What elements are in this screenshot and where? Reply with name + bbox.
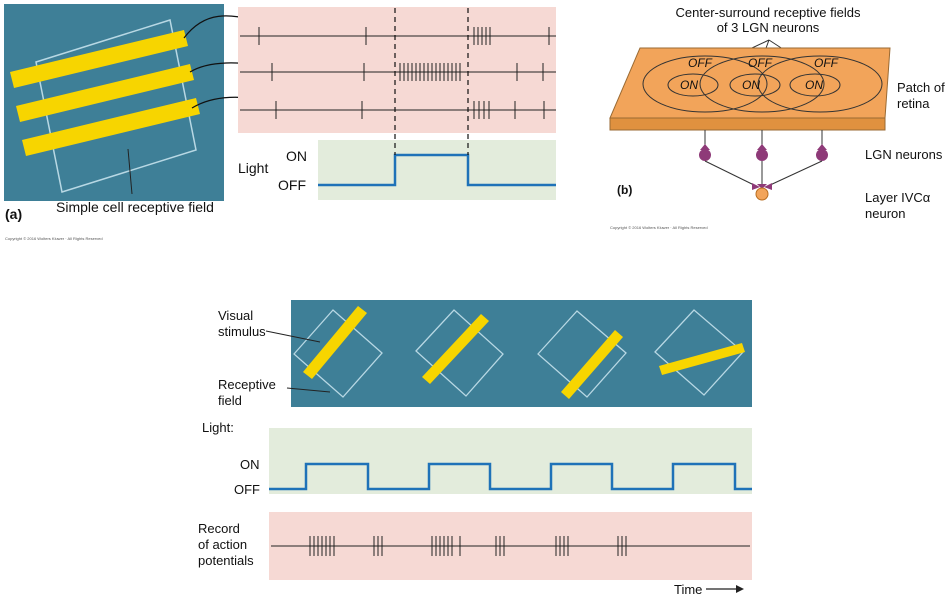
spike-train-background-a [238, 7, 556, 133]
lgn-neurons-label: LGN neurons [865, 147, 943, 162]
on-label-a: ON [286, 148, 307, 164]
stimulus-bar-1 [10, 30, 188, 88]
lgn-projection-1 [704, 160, 757, 187]
rf-center-1 [667, 73, 719, 97]
rf-pointer-line [127, 148, 133, 195]
lgn-synapse-2 [757, 144, 767, 150]
lgn-projection-3 [767, 160, 823, 187]
on-label-b3: ON [805, 78, 823, 92]
off-label-b1: OFF [688, 56, 712, 70]
lgn-neuron-3 [816, 149, 828, 161]
panel-a-label: (a) [5, 206, 23, 222]
stimulus-bar-c4 [659, 343, 745, 375]
retina-patch-side [609, 117, 886, 131]
panel-b-title-line2: of 3 LGN neurons [716, 20, 820, 35]
stimulus-bar-2 [16, 64, 194, 122]
stimulus-background-c [291, 300, 752, 407]
record-label-line3: potentials [198, 553, 254, 568]
receptive-field-pointer [286, 387, 331, 393]
ivc-synapse-2 [757, 184, 767, 189]
lgn-neuron-2 [756, 149, 768, 161]
spike-marks-a [258, 27, 550, 119]
on-label-b1: ON [680, 78, 698, 92]
rf-surround-3 [757, 55, 883, 113]
off-label-b3: OFF [814, 56, 838, 70]
off-label-c: OFF [234, 482, 260, 497]
simple-cell-rf-label: Simple cell receptive field [56, 199, 214, 215]
light-trace-a [318, 153, 556, 187]
light-background-c [269, 428, 752, 494]
retina-label-line2: retina [897, 96, 930, 111]
light-background-a [318, 140, 556, 200]
panel-b-label: (b) [617, 183, 633, 197]
retina-patch-top [609, 47, 891, 119]
stimulus-bar-c2 [422, 314, 489, 384]
record-label-line1: Record [198, 521, 240, 536]
off-label-a: OFF [278, 177, 306, 193]
stimulus-bar-c3 [561, 330, 623, 399]
stimulus-bar-c1 [303, 306, 367, 379]
on-label-c: ON [240, 457, 260, 472]
lgn-synapse-3 [817, 144, 827, 150]
receptive-field-c1 [293, 309, 383, 398]
off-label-b2: OFF [748, 56, 772, 70]
record-label-line2: of action [198, 537, 248, 552]
rf-center-2 [729, 73, 781, 97]
ivc-synapse-3 [764, 183, 772, 190]
lgn-neuron-1 [699, 149, 711, 161]
receptive-field-label-line1: Receptive [218, 377, 276, 392]
light-label-c: Light: [202, 420, 234, 435]
visual-stimulus-label-line1: Visual [218, 308, 254, 323]
visual-stimulus-pointer [265, 330, 321, 343]
copyright-a: Copyright © 2016 Wolters Kluwer · All Ri… [5, 236, 103, 241]
receptive-field-label-line2: field [218, 393, 242, 408]
on-label-b2: ON [742, 78, 760, 92]
ivc-synapse-1 [752, 183, 760, 190]
visual-stimulus-label-line2: stimulus [218, 324, 266, 339]
rf-surround-1 [642, 55, 768, 113]
copyright-b: Copyright © 2016 Wolters Kluwer · All Ri… [610, 225, 708, 230]
stimulus-bar-3 [22, 98, 200, 156]
light-trace-c [269, 462, 752, 491]
lgn-synapse-1 [700, 144, 710, 150]
receptive-field-c2 [415, 309, 504, 397]
layer-ivc-neuron [755, 187, 769, 201]
layer-ivc-label-line1: Layer IVCα [865, 190, 931, 205]
panel-b-title-line1: Center-surround receptive fields [675, 5, 861, 20]
retina-label-line1: Patch of [897, 80, 945, 95]
light-label-a: Light [238, 160, 269, 176]
rf-surround-2 [699, 55, 825, 113]
rf-center-3 [789, 73, 841, 97]
layer-ivc-label-line2: neuron [865, 206, 906, 221]
spike-marks-c [309, 536, 627, 556]
time-label: Time [674, 582, 703, 597]
time-arrow-head [736, 585, 744, 593]
